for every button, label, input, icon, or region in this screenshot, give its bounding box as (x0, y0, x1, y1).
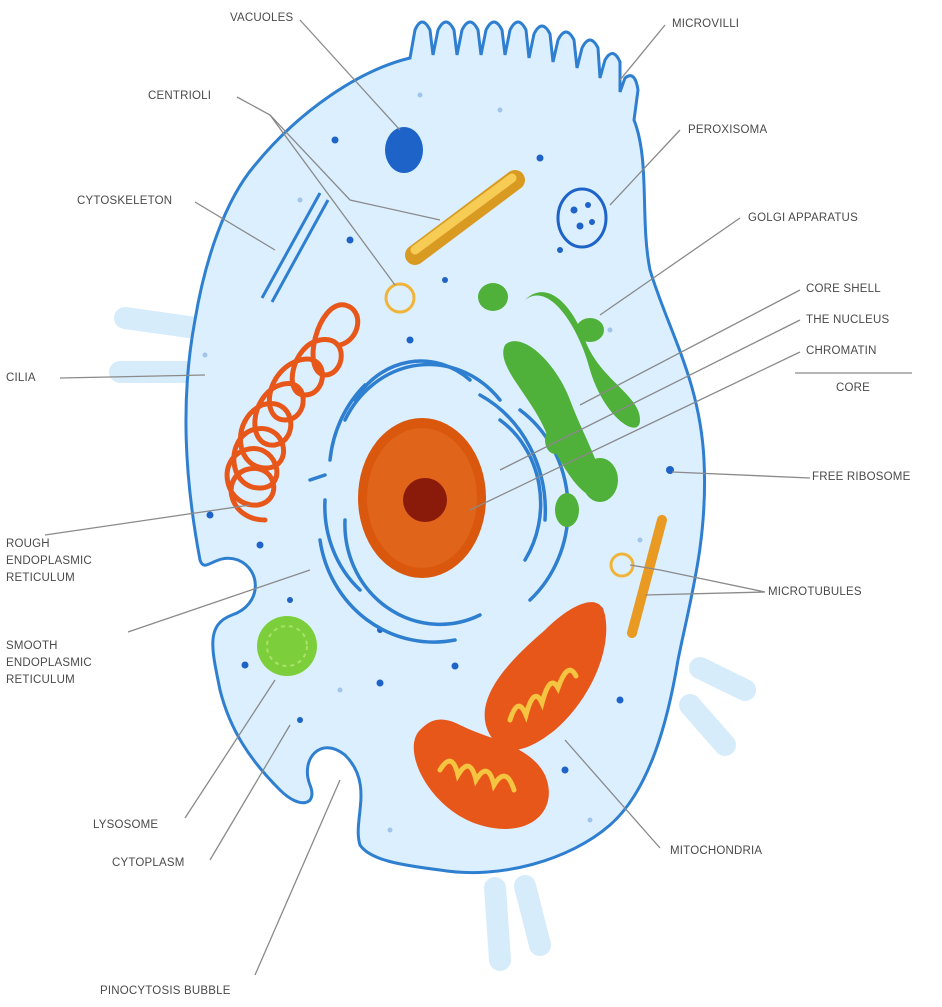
label-cytoskeleton: CYTOSKELETON (77, 193, 172, 210)
label-peroxisome: PEROXISOMA (688, 122, 767, 139)
cilium (495, 888, 500, 960)
label-smooth-er-line2: ENDOPLASMIC (6, 655, 92, 672)
peroxisome (558, 189, 606, 247)
nucleus (358, 418, 486, 578)
label-centriole: CENTRIOLI (148, 88, 211, 105)
label-mitochondria: MITOCHONDRIA (670, 843, 762, 860)
label-core-shell: CORE SHELL (806, 281, 881, 298)
label-cytoplasm: CYTOPLASM (112, 855, 185, 872)
label-cilia: CILIA (6, 370, 36, 387)
label-rough-er-line1: ROUGH (6, 536, 92, 553)
label-free-ribosome: FREE RIBOSOME (812, 469, 910, 486)
label-microtubules: MICROTUBULES (768, 584, 862, 601)
label-smooth-er-line3: RETICULUM (6, 672, 92, 689)
label-pinocytosis: PINOCYTOSIS BUBBLE (100, 983, 231, 1000)
label-smooth-er-line1: SMOOTH (6, 638, 92, 655)
label-lysosome: LYSOSOME (93, 817, 158, 834)
cilium (700, 668, 745, 690)
label-rough-er-line2: ENDOPLASMIC (6, 553, 92, 570)
label-vacuoles: VACUOLES (230, 10, 293, 27)
cilium (690, 705, 725, 745)
lysosome (257, 616, 317, 676)
label-rough-er: ROUGH ENDOPLASMIC RETICULUM (6, 536, 92, 587)
label-the-nucleus: THE NUCLEUS (806, 312, 889, 329)
label-core: CORE (836, 380, 870, 397)
label-golgi: GOLGI APPARATUS (748, 210, 858, 227)
label-smooth-er: SMOOTH ENDOPLASMIC RETICULUM (6, 638, 92, 689)
cilium (525, 886, 540, 945)
label-chromatin: CHROMATIN (806, 343, 877, 360)
label-rough-er-line3: RETICULUM (6, 570, 92, 587)
vacuole (385, 127, 423, 173)
leader-microvilli (620, 25, 665, 80)
label-microvilli: MICROVILLI (672, 16, 739, 33)
leader-pinocytosis (255, 780, 340, 975)
